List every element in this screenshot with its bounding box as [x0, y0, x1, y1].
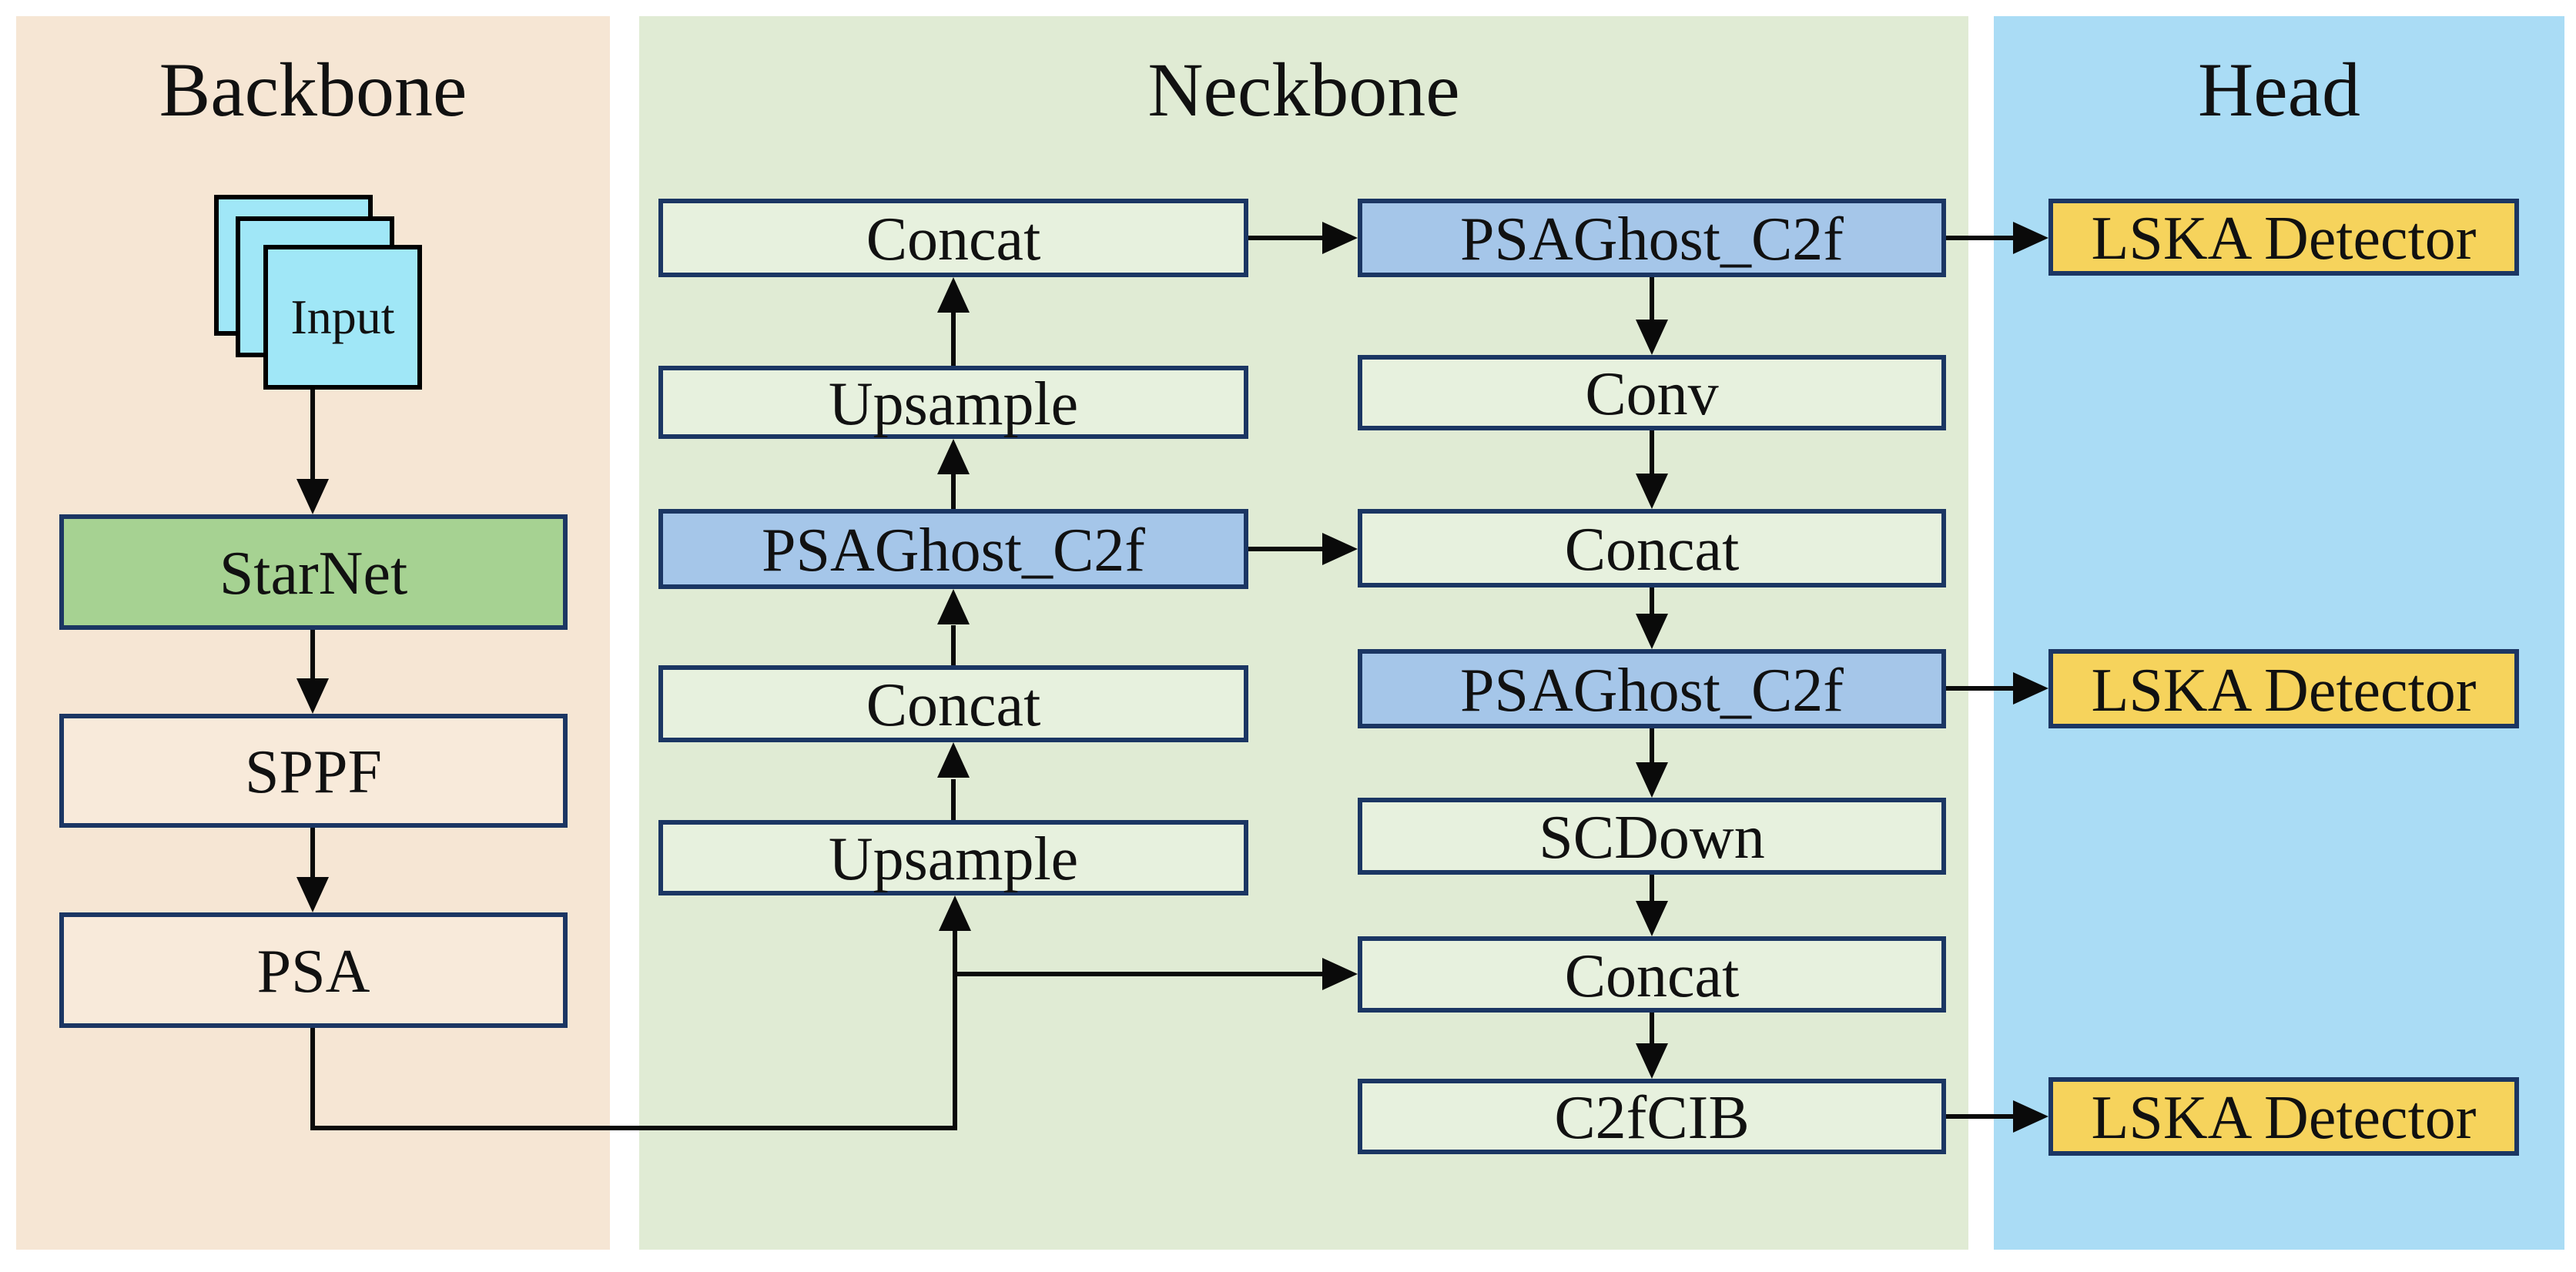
- arrow-c2fcib-to-lska-bottom-head: [2013, 1100, 2048, 1133]
- node-concat-right-bottom-label: Concat: [1564, 942, 1740, 1010]
- arrow-psaghost-right-mid-to-lska-mid-line: [1946, 686, 2017, 691]
- node-c2fcib: C2fCIB: [1358, 1079, 1946, 1154]
- node-upsample-bottom: Upsample: [658, 820, 1248, 895]
- arrow-psaghost-mid-to-concat-right-top-line: [1248, 547, 1325, 551]
- node-psaghost-c2f-right-top: PSAGhost_C2f: [1358, 199, 1946, 277]
- node-lska-detector-top-label: LSKA Detector: [2091, 205, 2477, 273]
- node-input-label: Input: [290, 290, 395, 344]
- panel-title-neckbone: Neckbone: [1147, 47, 1460, 132]
- arrow-psaghost-mid-to-upsample-top-line: [951, 473, 956, 509]
- arrow-psaghost-right-top-to-conv-head: [1636, 320, 1668, 355]
- node-psaghost-c2f-mid: PSAGhost_C2f: [658, 509, 1248, 589]
- node-upsample-top-label: Upsample: [828, 370, 1079, 438]
- arrow-psaghost-right-top-to-lska-top-line: [1946, 236, 2017, 240]
- arrow-psa-to-upsample-bottom-head: [939, 895, 971, 931]
- node-psa-label: PSA: [256, 938, 370, 1006]
- arrow-psaghost-mid-to-upsample-top-head: [937, 439, 970, 474]
- node-psaghost-c2f-right-top-label: PSAGhost_C2f: [1460, 206, 1844, 273]
- arrow-upsample-top-to-concat-top-head: [937, 277, 970, 313]
- node-scdown: SCDown: [1358, 798, 1946, 875]
- arrow-psaghost-mid-to-concat-right-top-head: [1322, 533, 1358, 565]
- node-concat-right-top-label: Concat: [1564, 516, 1740, 584]
- node-upsample-top: Upsample: [658, 366, 1248, 439]
- arrow-concat-right-bottom-to-c2fcib-line: [1650, 1013, 1654, 1046]
- panel-title-head: Head: [2198, 47, 2360, 132]
- arrow-psaghost-right-mid-to-lska-mid-head: [2013, 672, 2048, 705]
- node-input: Input: [263, 245, 422, 390]
- node-concat-mid: Concat: [658, 665, 1248, 742]
- arrow-starnet-to-sppf-head: [296, 678, 329, 714]
- node-c2fcib-label: C2fCIB: [1554, 1084, 1750, 1152]
- arrow-sppf-to-psa-head: [296, 877, 329, 912]
- connector-psa-branch-line: [955, 972, 1325, 976]
- arrow-concat-mid-to-psaghost-mid-head: [937, 589, 970, 624]
- arrow-starnet-to-sppf-line: [310, 630, 315, 681]
- arrow-input-to-starnet-line: [310, 386, 315, 482]
- arrow-concat-mid-to-psaghost-mid-line: [951, 625, 956, 665]
- arrow-psaghost-right-mid-to-scdown-head: [1636, 762, 1668, 798]
- node-sppf-label: SPPF: [245, 738, 382, 806]
- node-psa: PSA: [59, 912, 568, 1028]
- node-psaghost-c2f-mid-label: PSAGhost_C2f: [762, 517, 1145, 584]
- arrow-concat-right-top-to-psaghost-right-mid-line: [1650, 587, 1654, 617]
- arrow-upsample-bottom-to-concat-mid-line: [951, 779, 956, 820]
- arrow-upsample-top-to-concat-top-line: [951, 311, 956, 366]
- arrow-psaghost-right-mid-to-scdown-line: [1650, 728, 1654, 765]
- panel-title-backbone: Backbone: [159, 47, 467, 132]
- arrow-concat-right-top-to-psaghost-right-mid-head: [1636, 614, 1668, 649]
- arrow-conv-to-concat-right-top-line: [1650, 430, 1654, 477]
- node-concat-mid-label: Concat: [866, 671, 1041, 739]
- node-psaghost-c2f-right-mid-label: PSAGhost_C2f: [1460, 656, 1844, 725]
- arrow-psaghost-right-top-to-conv-line: [1650, 277, 1654, 322]
- node-psaghost-c2f-right-mid: PSAGhost_C2f: [1358, 649, 1946, 728]
- node-lska-detector-bottom-label: LSKA Detector: [2091, 1084, 2477, 1152]
- node-starnet-label: StarNet: [219, 540, 408, 608]
- node-upsample-bottom-label: Upsample: [828, 825, 1079, 893]
- arrow-scdown-to-concat-right-bottom-head: [1636, 901, 1668, 936]
- connector-psa-bottom-line: [310, 1126, 957, 1130]
- node-concat-top-label: Concat: [866, 206, 1041, 273]
- arrow-psaghost-right-top-to-lska-top-head: [2013, 222, 2048, 254]
- arrow-sppf-to-psa-line: [310, 828, 315, 879]
- node-concat-top: Concat: [658, 199, 1248, 277]
- arrow-psa-to-concat-right-bottom-head: [1322, 958, 1358, 990]
- arrow-conv-to-concat-right-top-head: [1636, 474, 1668, 509]
- arrow-c2fcib-to-lska-bottom-line: [1946, 1114, 2017, 1119]
- node-concat-right-top: Concat: [1358, 509, 1946, 587]
- node-starnet: StarNet: [59, 514, 568, 630]
- arrow-concat-top-to-psaghost-right-top-head: [1322, 222, 1358, 254]
- connector-psa-riser-line: [953, 928, 957, 1130]
- node-lska-detector-mid: LSKA Detector: [2048, 649, 2519, 728]
- node-concat-right-bottom: Concat: [1358, 936, 1946, 1013]
- arrow-input-to-starnet-head: [296, 479, 329, 514]
- arrow-scdown-to-concat-right-bottom-line: [1650, 875, 1654, 904]
- arrow-upsample-bottom-to-concat-mid-head: [937, 742, 970, 778]
- node-lska-detector-top: LSKA Detector: [2048, 199, 2519, 276]
- node-scdown-label: SCDown: [1539, 804, 1765, 872]
- node-conv: Conv: [1358, 355, 1946, 430]
- node-lska-detector-mid-label: LSKA Detector: [2091, 656, 2477, 725]
- node-sppf: SPPF: [59, 714, 568, 828]
- node-lska-detector-bottom: LSKA Detector: [2048, 1077, 2519, 1156]
- arrow-concat-right-bottom-to-c2fcib-head: [1636, 1043, 1668, 1079]
- connector-psa-drop-line: [310, 1028, 315, 1130]
- arrow-concat-top-to-psaghost-right-top-line: [1248, 236, 1325, 240]
- node-conv-label: Conv: [1585, 360, 1719, 428]
